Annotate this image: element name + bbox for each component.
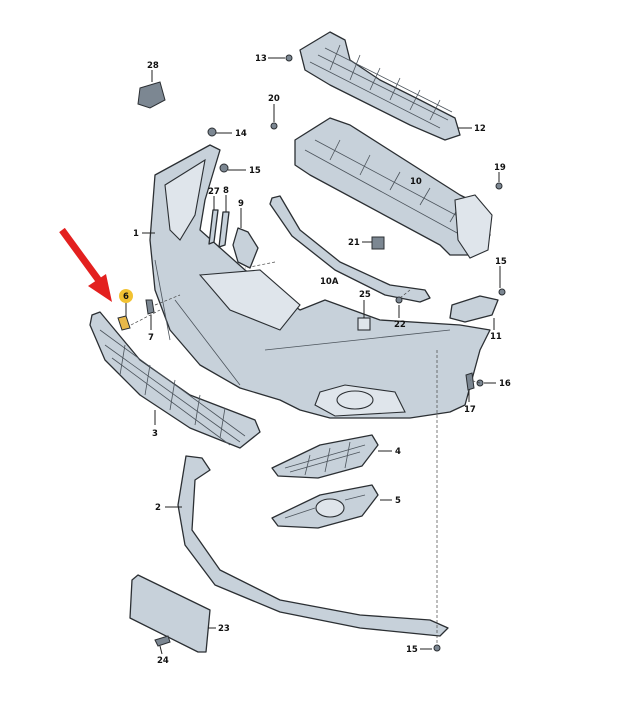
label-19: 19 <box>494 163 506 173</box>
part-25-clip <box>357 317 371 331</box>
part-19-screw <box>495 182 503 190</box>
part-15-screw <box>498 288 506 296</box>
label-5: 5 <box>395 496 401 506</box>
part-2-spoiler <box>177 455 449 637</box>
part-23-plate-holder <box>129 574 211 653</box>
part-7-clip <box>145 299 155 315</box>
label-22: 22 <box>394 320 406 330</box>
label-16: 16 <box>499 379 511 389</box>
label-15: 15 <box>249 166 261 176</box>
highlight-marker <box>119 289 133 303</box>
part-17-clip <box>465 372 475 391</box>
label-6: 6 <box>123 292 129 302</box>
part-21-clip <box>371 236 385 250</box>
label-9: 9 <box>238 199 244 209</box>
part-5-fog-grille <box>271 484 379 529</box>
label-25: 25 <box>359 290 371 300</box>
label-1: 1 <box>133 229 139 239</box>
label-8: 8 <box>223 186 229 196</box>
part-20-screw <box>270 122 278 130</box>
part-8-bracket <box>218 211 230 248</box>
part-15-screw <box>219 163 229 173</box>
label-10a: 10A <box>320 277 339 287</box>
label-12: 12 <box>474 124 486 134</box>
label-28: 28 <box>147 61 159 71</box>
label-10: 10 <box>410 177 422 187</box>
label-24: 24 <box>157 656 169 666</box>
label-14: 14 <box>235 129 247 139</box>
label-13: 13 <box>255 54 267 64</box>
part-1-bumper-cover <box>149 144 491 419</box>
label-15: 15 <box>406 645 418 655</box>
part-11-guide <box>449 295 499 323</box>
label-15: 15 <box>495 257 507 267</box>
label-27: 27 <box>208 187 220 197</box>
part-22-screw <box>395 296 403 304</box>
part-12-upper-grille <box>299 31 461 141</box>
part-14-nut <box>207 127 217 137</box>
part-27-bracket <box>208 209 219 245</box>
label-21: 21 <box>348 238 360 248</box>
part-24-screw <box>154 635 171 647</box>
part-15-screw <box>433 644 441 652</box>
label-3: 3 <box>152 429 158 439</box>
part-10-bumper-reinforcement <box>294 117 493 259</box>
part-3-lower-grille <box>89 311 261 449</box>
part-6-clip <box>117 315 131 331</box>
part-10a-absorber-strip <box>269 195 431 303</box>
part-4-fog-grille <box>271 434 379 479</box>
label-4: 4 <box>395 447 401 457</box>
label-17: 17 <box>464 405 476 415</box>
part-28-cap <box>137 81 166 109</box>
part-13-screw <box>285 54 293 62</box>
label-11: 11 <box>490 332 502 342</box>
label-20: 20 <box>268 94 280 104</box>
part-9-bracket <box>232 227 259 269</box>
label-23: 23 <box>218 624 230 634</box>
red-arrow-icon <box>59 227 112 302</box>
label-7: 7 <box>148 333 154 343</box>
label-2: 2 <box>155 503 161 513</box>
